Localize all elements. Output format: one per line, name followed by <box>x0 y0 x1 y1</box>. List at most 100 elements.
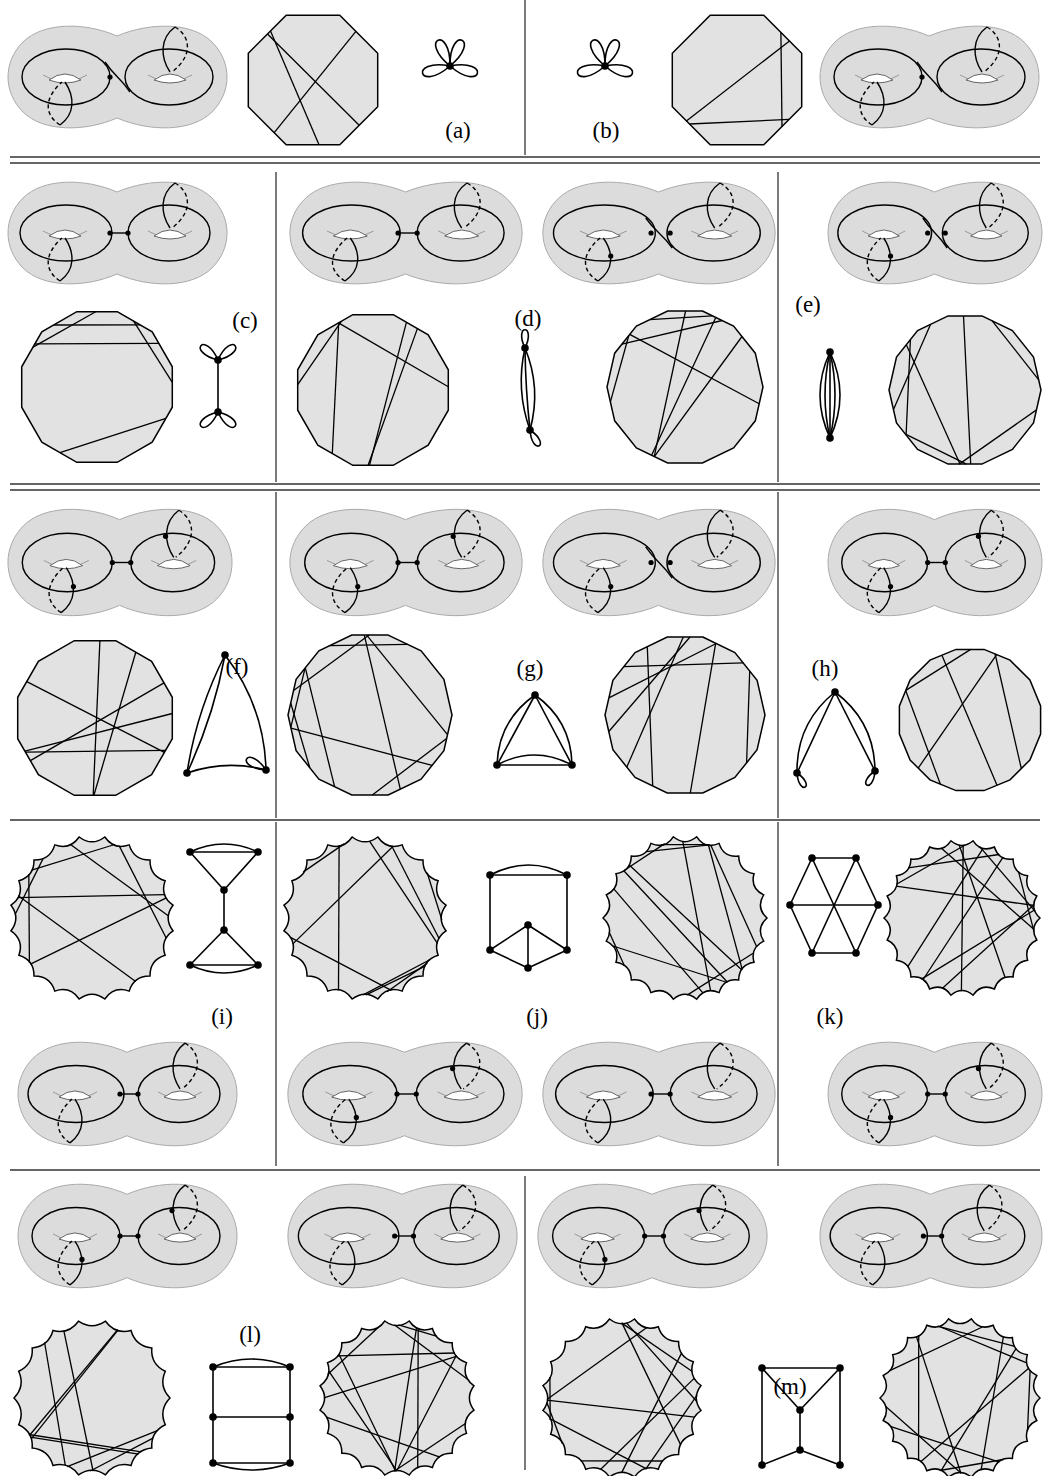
vertex-dot <box>450 1066 455 1071</box>
vertex-dot <box>135 1091 140 1096</box>
fundamental-polygon <box>607 311 763 463</box>
graph-edge <box>223 890 225 930</box>
surface-hole <box>49 74 81 83</box>
vertex-dot <box>395 560 400 565</box>
surface-hole <box>586 559 620 568</box>
fundamental-polygon <box>320 1321 474 1475</box>
graph-edge <box>566 875 568 950</box>
graph-vertex <box>254 961 262 969</box>
polygon-chord <box>54 324 140 325</box>
panel-label: (g) <box>517 657 544 680</box>
curve <box>128 205 210 261</box>
panel-label: (m) <box>773 1375 806 1398</box>
polygon-chord <box>686 41 789 121</box>
hole-rim <box>148 75 192 82</box>
curve <box>138 1207 220 1264</box>
graph-edge <box>190 852 224 890</box>
fundamental-polygon <box>889 316 1041 464</box>
surface-hole <box>154 74 186 83</box>
surface-body <box>828 509 1042 615</box>
polygon-chord <box>629 865 742 970</box>
panel-label: (k) <box>817 1005 844 1028</box>
vertex-dot <box>355 584 360 589</box>
polygon-chord <box>67 1431 157 1467</box>
graph-vertex <box>758 1364 766 1372</box>
vertex-dot <box>415 230 420 235</box>
divider-line <box>777 172 778 482</box>
graph-vertex <box>286 1459 294 1467</box>
vertex-dot <box>642 1233 647 1238</box>
polygon-chord <box>427 873 442 920</box>
polygon-chord <box>293 846 394 944</box>
genus-two-surface <box>290 182 522 284</box>
vertex-dot <box>939 1233 944 1238</box>
polygon-chord <box>367 635 448 735</box>
vertex-dot <box>888 584 893 589</box>
panel-label: (e) <box>795 293 821 316</box>
genus-two-surface <box>8 182 227 284</box>
curve <box>867 1099 880 1143</box>
polygon-chord <box>370 841 438 944</box>
graph-edge <box>224 930 258 965</box>
hole-rim <box>438 231 485 238</box>
curve <box>646 547 673 578</box>
vertex-dot <box>888 1115 893 1120</box>
graph-edge <box>812 857 856 859</box>
graph-vertex <box>793 769 801 777</box>
curve <box>331 1099 346 1143</box>
graph-vertex <box>796 1406 804 1414</box>
curve <box>172 183 187 228</box>
curve <box>303 205 401 261</box>
divider-line <box>10 483 1040 484</box>
vertex-dot <box>943 1091 948 1096</box>
curve <box>173 1185 185 1231</box>
graph-loop <box>577 65 605 77</box>
curve <box>60 238 72 281</box>
graph-edge <box>856 858 878 905</box>
panel-label: (a) <box>445 119 471 142</box>
curve <box>138 1065 220 1122</box>
curve <box>879 568 891 613</box>
vertex-dot <box>608 253 613 258</box>
surface-hole <box>154 230 186 239</box>
graph-vertex <box>874 901 882 909</box>
curve <box>28 1065 124 1122</box>
fundamental-polygon <box>288 635 452 795</box>
curve <box>131 533 215 592</box>
curve <box>417 205 504 261</box>
surface-hole <box>862 1233 894 1242</box>
polygon-chord <box>32 845 115 871</box>
curve <box>454 1043 467 1089</box>
curve <box>928 1093 946 1094</box>
fundamental-polygon <box>298 315 449 466</box>
vertex-dot <box>602 1257 607 1262</box>
fundamental-polygon <box>248 15 377 144</box>
curve <box>586 1099 601 1143</box>
polygon-chord <box>992 321 1038 380</box>
curve <box>172 27 187 72</box>
graph-edge <box>490 950 528 968</box>
curve <box>176 510 192 557</box>
curve <box>20 205 112 261</box>
graph-edge <box>799 1410 801 1450</box>
graph-edge <box>790 858 812 905</box>
polygon-chord <box>30 1437 138 1454</box>
vertex-dot <box>976 1066 981 1071</box>
fundamental-polygon <box>18 641 173 796</box>
surface-hole <box>164 1233 196 1242</box>
graph-vertex <box>524 921 532 929</box>
curve <box>58 1099 72 1143</box>
curve <box>707 510 720 557</box>
graph-edge <box>762 1450 800 1465</box>
polygon-chord <box>329 1371 397 1471</box>
surface-body <box>8 182 227 284</box>
surface-hole <box>444 1091 478 1100</box>
curve <box>398 562 417 563</box>
vertex-dot <box>110 560 115 565</box>
graph-vertex <box>493 761 501 769</box>
polygon-chord <box>339 1354 396 1472</box>
graph-edge <box>190 844 258 852</box>
graph-loop <box>591 40 605 66</box>
graph-vertex <box>521 344 529 352</box>
surface-hole <box>59 1091 91 1100</box>
